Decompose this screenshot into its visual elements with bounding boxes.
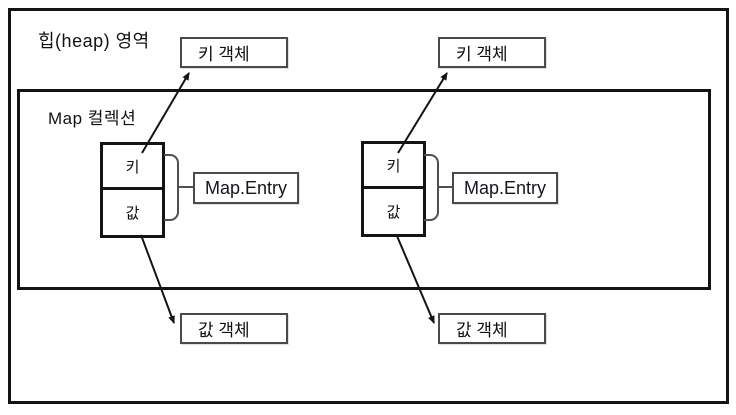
map-entry-label: Map.Entry <box>463 177 547 198</box>
key-object-label: 키 객체 <box>198 45 250 64</box>
entry-key-value-box-left: 키 값 <box>100 142 165 238</box>
value-object-box-right: 값 객체 <box>438 313 546 344</box>
value-cell: 값 <box>386 204 401 221</box>
entry-bracket-top-left <box>164 154 179 187</box>
entry-bracket-top-right <box>424 154 439 187</box>
key-object-label: 키 객체 <box>456 45 508 64</box>
entry-bracket-bottom-left <box>164 187 179 221</box>
key-object-box-right: 키 객체 <box>438 37 546 68</box>
value-object-label: 값 객체 <box>456 321 508 340</box>
key-object-box-left: 키 객체 <box>180 37 288 68</box>
value-cell: 값 <box>125 205 140 222</box>
entry-bracket-stem-left <box>178 186 194 188</box>
value-object-label: 값 객체 <box>198 321 250 340</box>
heap-area-rect <box>8 8 729 404</box>
map-collection-label: Map 컬렉션 <box>48 109 137 128</box>
map-entry-box-right: Map.Entry <box>452 172 558 204</box>
entry-key-value-box-right: 키 값 <box>361 141 426 237</box>
key-cell: 키 <box>364 144 423 189</box>
entry-bracket-bottom-right <box>424 187 439 221</box>
entry-bracket-stem-right <box>438 186 453 188</box>
map-collection-rect <box>17 89 711 290</box>
heap-area-label: 힙(heap) 영역 <box>38 31 150 51</box>
map-entry-label: Map.Entry <box>204 177 288 198</box>
map-entry-box-left: Map.Entry <box>193 172 299 204</box>
key-cell: 키 <box>103 145 162 190</box>
value-object-box-left: 값 객체 <box>180 313 288 344</box>
